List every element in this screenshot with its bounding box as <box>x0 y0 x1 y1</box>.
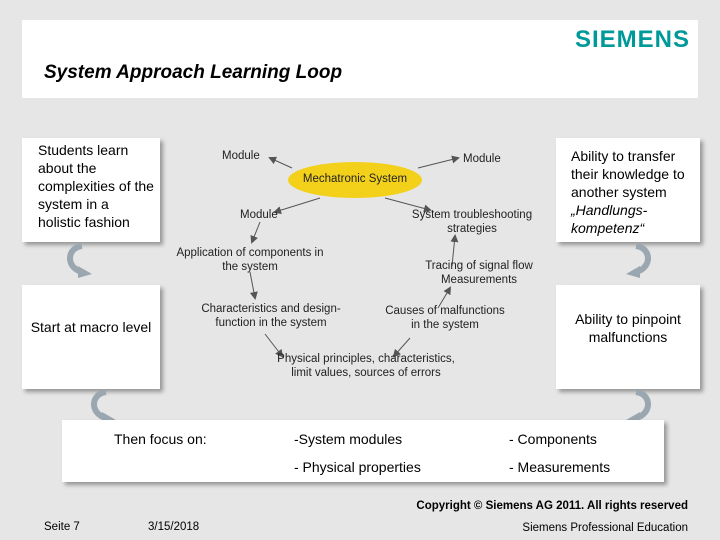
diagram-arrows <box>249 155 460 358</box>
pinpoint-text: Ability to pinpoint malfunctions <box>575 311 681 345</box>
causes-label: Causes of malfunctions in the system <box>385 305 505 331</box>
page-number: Seite 7 <box>44 521 80 533</box>
focus-label: Then focus on: <box>114 431 207 447</box>
learning-loop-diagram: Mechatronic System Module Module Module … <box>170 138 550 398</box>
page-title: System Approach Learning Loop <box>44 62 343 83</box>
focus-physical-properties: - Physical properties <box>294 459 421 475</box>
principles-label: Physical principles, characteristics, li… <box>277 353 455 379</box>
handlungskompetenz-text: „Handlungs-kompetenz“ <box>571 202 648 236</box>
mechatronic-system-label: Mechatronic System <box>302 173 408 185</box>
loop-arrow-right-top <box>626 244 651 278</box>
focus-measurements: - Measurements <box>509 459 611 475</box>
focus-system-modules: -System modules <box>294 431 403 447</box>
transfer-knowledge-box: Ability to transfer their knowledge to a… <box>556 138 700 242</box>
application-label: Application of components in the system <box>176 247 324 273</box>
siemens-logo: SIEMENS <box>574 26 690 53</box>
copyright-text: Copyright © Siemens AG 2011. All rights … <box>416 500 688 512</box>
mechatronic-system-ellipse <box>288 162 422 198</box>
holistic-learning-box: Students learn about the complexities of… <box>22 138 160 242</box>
focus-components: - Components <box>509 431 597 447</box>
module-middle-label: Module <box>240 209 278 221</box>
module-top-left-label: Module <box>222 150 260 162</box>
macro-level-text: Start at macro level <box>30 319 152 335</box>
macro-level-box: Start at macro level <box>22 285 160 389</box>
tracing-label: Tracing of signal flow Measurements <box>425 260 533 286</box>
loop-arrow-left-top <box>67 244 92 278</box>
characteristics-label: Characteristics and design-function in t… <box>201 303 341 329</box>
organization-text: Siemens Professional Education <box>522 522 688 534</box>
pinpoint-box: Ability to pinpoint malfunctions <box>556 285 700 389</box>
header-banner: System Approach Learning Loop SIEMENS <box>22 20 698 98</box>
troubleshooting-label: System troubleshooting strategies <box>411 209 533 235</box>
date-text: 3/15/2018 <box>148 521 200 533</box>
focus-bar: Then focus on: -System modules - Compone… <box>62 420 664 482</box>
transfer-knowledge-text: Ability to transfer their knowledge to a… <box>571 148 685 200</box>
module-top-right-label: Module <box>463 153 501 165</box>
holistic-learning-text: Students learn about the complexities of… <box>38 142 154 230</box>
